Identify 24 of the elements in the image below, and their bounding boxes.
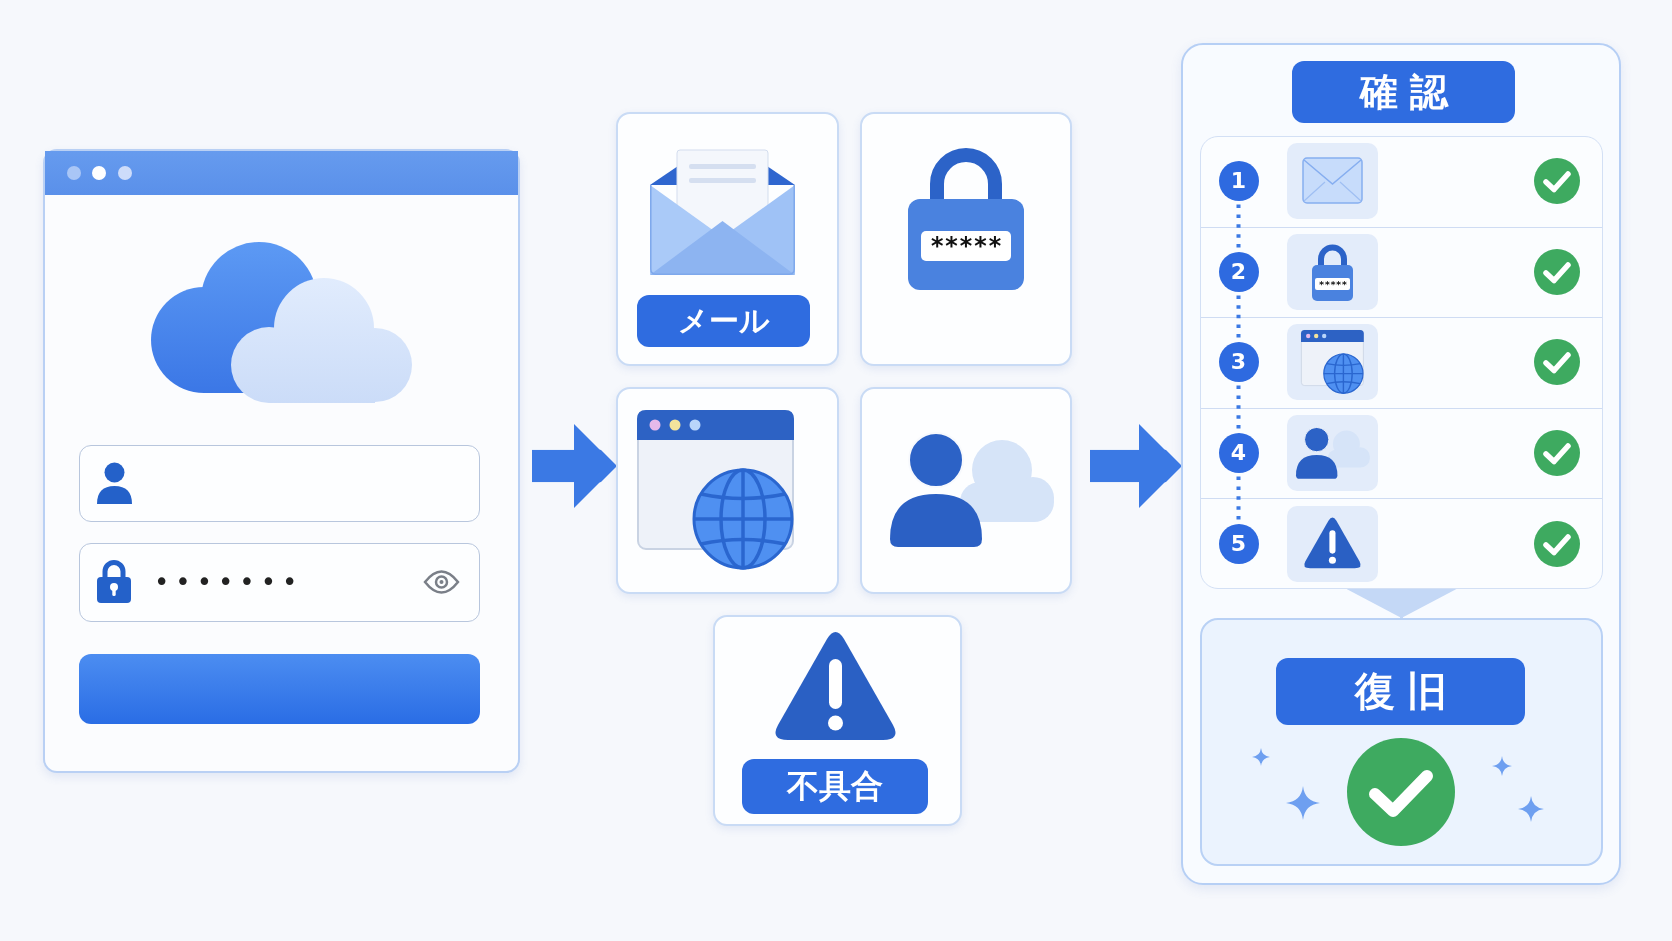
step-number: 3	[1218, 341, 1259, 382]
mail-card	[616, 112, 839, 366]
label-tag: 不具合	[742, 759, 928, 814]
step-number: 4	[1218, 432, 1259, 473]
check-panel	[1181, 43, 1621, 885]
masked-password: •••••••	[154, 566, 304, 598]
label-tag: メール	[637, 295, 810, 347]
login-window	[43, 149, 520, 773]
lock-card	[860, 112, 1072, 366]
masked-text: *****	[928, 231, 1004, 261]
browser-card	[616, 387, 839, 594]
arrow	[532, 424, 616, 508]
chevron-arrow	[1346, 589, 1457, 618]
checklist-panel	[1200, 136, 1603, 589]
heading-tag: 確認	[1292, 61, 1515, 123]
heading-tag: 復旧	[1276, 658, 1525, 725]
user-card	[860, 387, 1072, 594]
step-number: 5	[1218, 523, 1259, 564]
step-number: 2	[1218, 251, 1259, 292]
recovery-panel	[1200, 618, 1603, 866]
step-number: 1	[1218, 160, 1259, 201]
masked-text: *****	[1317, 278, 1349, 290]
arrow	[1090, 424, 1181, 508]
warning-card	[713, 615, 962, 826]
